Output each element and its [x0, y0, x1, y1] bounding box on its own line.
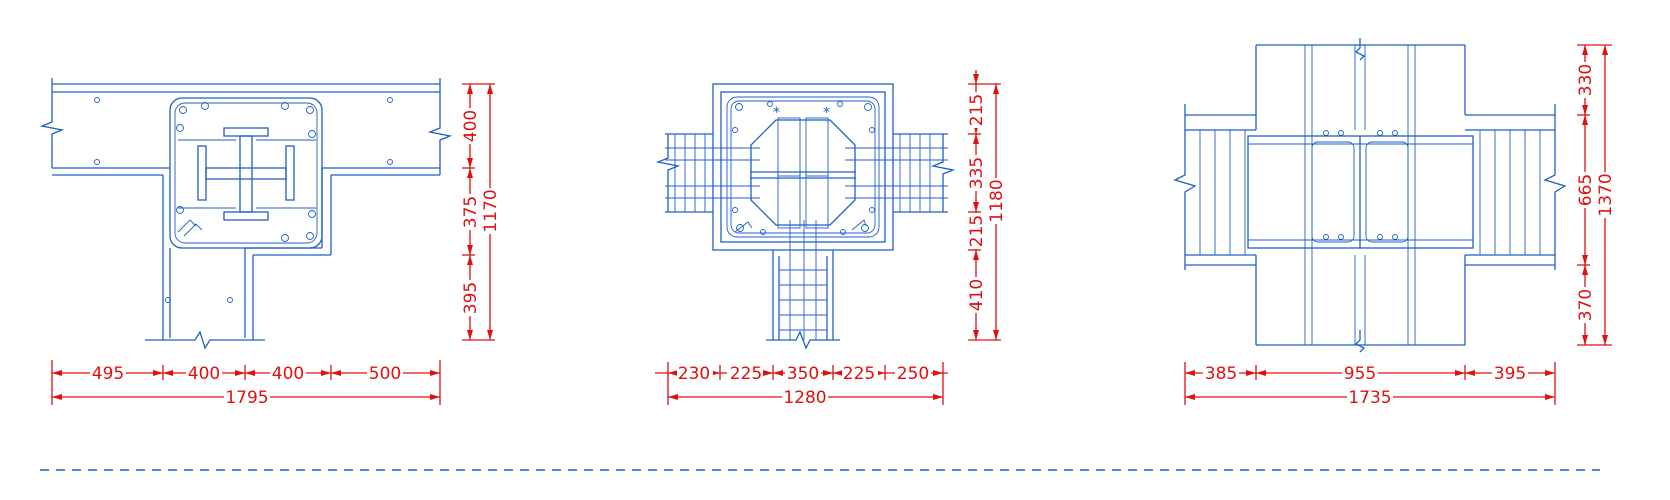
d1-dim-v-1: 400 [461, 110, 481, 142]
d3-dim-v-total: 1370 [1596, 173, 1616, 216]
d3-dim-h-2: 955 [1344, 364, 1376, 384]
d1-dim-v-total: 1170 [481, 189, 501, 232]
d1-dim-h-3: 400 [272, 364, 304, 384]
dimension-arrows [52, 45, 1608, 400]
d3-dim-h-3: 395 [1494, 364, 1526, 384]
detail-3-outline [1173, 38, 1567, 353]
d1-dim-h-1: 495 [92, 364, 124, 384]
detail-3 [1173, 38, 1612, 405]
d2-dim-h-3: 350 [787, 364, 819, 384]
detail-2-outline [655, 83, 956, 350]
d3-dim-v-2: 665 [1576, 174, 1596, 206]
detail-2: * * [655, 70, 1001, 405]
detail-1-outline [39, 78, 453, 350]
d2-dim-h-5: 250 [897, 364, 929, 384]
d1-dim-h-4: 500 [369, 364, 401, 384]
d3-dim-h-1: 385 [1205, 364, 1237, 384]
d1-dim-h-2: 400 [188, 364, 220, 384]
d2-dim-h-2: 225 [730, 364, 762, 384]
d1-dim-total: 1795 [225, 388, 268, 408]
d2-dim-v-total: 1180 [987, 179, 1007, 222]
detail-3-rebars [1323, 130, 1398, 240]
d2-dim-v-2: 335 [967, 157, 987, 189]
vertical-dimension-labels: 400 375 395 1170 215 335 215 410 1180 33… [460, 62, 1616, 323]
detail-1 [39, 78, 495, 405]
weld-mark-2: * [823, 105, 830, 121]
detail-1-rebars [94, 97, 393, 303]
d1-dim-v-2: 375 [461, 196, 481, 228]
weld-mark-1: * [773, 105, 780, 121]
d3-dim-v-1: 330 [1576, 64, 1596, 96]
d3-dim-total: 1735 [1348, 388, 1391, 408]
d2-dim-v-4: 410 [967, 279, 987, 311]
d2-dim-h-4: 225 [843, 364, 875, 384]
detail-2-rebars [732, 101, 875, 235]
d2-dim-v-1: 215 [967, 94, 987, 126]
dimension-labels: 495 400 400 500 1795 230 225 350 225 250… [90, 362, 1528, 408]
d2-dim-v-3: 215 [967, 215, 987, 247]
d2-dim-h-1: 230 [678, 364, 710, 384]
d1-dim-v-3: 395 [461, 282, 481, 314]
d2-dim-total: 1280 [783, 388, 826, 408]
d3-dim-v-3: 370 [1576, 289, 1596, 321]
